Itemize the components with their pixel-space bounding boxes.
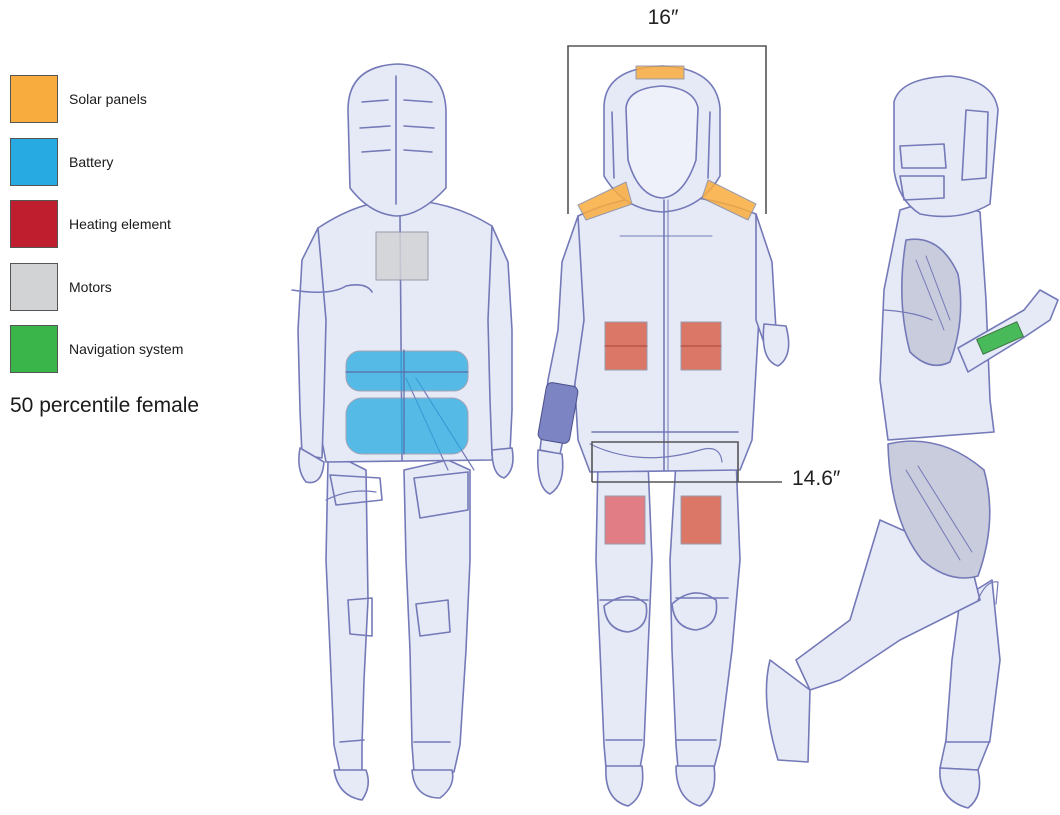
waist-width-dimension: 14.6″	[792, 467, 840, 491]
back-battery-lower	[346, 398, 468, 454]
back-battery-upper	[346, 351, 468, 391]
hood-solar-panel	[636, 66, 684, 79]
wrist-device	[537, 382, 579, 445]
thigh-heating-left	[605, 496, 645, 544]
back-motors-component	[376, 232, 428, 280]
hood-width-dimension: 16″	[628, 6, 698, 30]
thigh-heating-right	[681, 496, 721, 544]
